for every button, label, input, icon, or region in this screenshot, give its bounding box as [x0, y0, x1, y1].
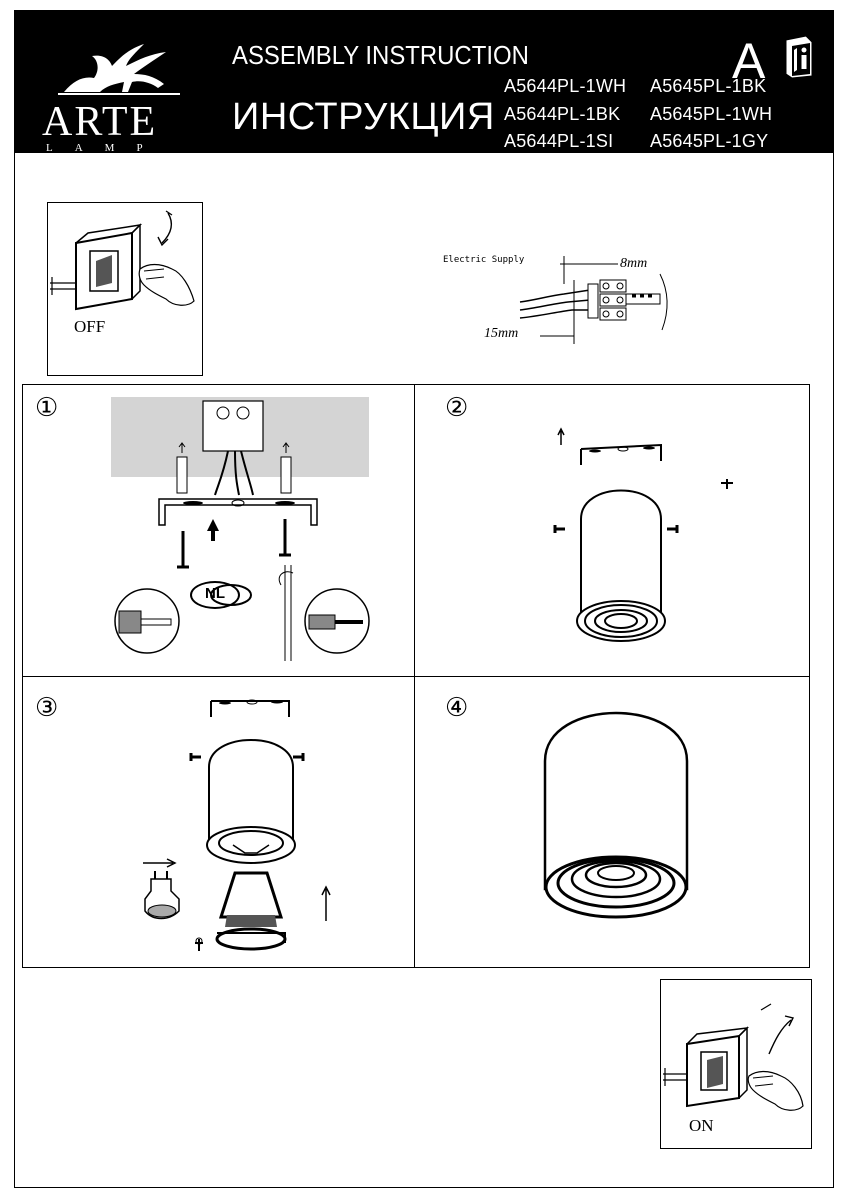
- switch-off-panel: OFF: [47, 202, 203, 376]
- wiring-diagram: Electric Supply 8mm 15mm: [440, 244, 690, 354]
- step-3-panel: ③: [22, 676, 416, 968]
- title-russian: ИНСТРУКЦИЯ: [232, 96, 495, 138]
- griffin-logo-icon: [58, 44, 180, 95]
- step-number: ③: [35, 693, 59, 723]
- step-1-panel: ① NL: [22, 384, 416, 678]
- wire-terminal-block-icon: [519, 256, 668, 344]
- model-code: A5644PL-1SI: [504, 131, 614, 151]
- model-code: A5645PL-1BK: [650, 76, 767, 96]
- title-english: ASSEMBLY INSTRUCTION: [232, 40, 529, 70]
- sheath-length-label: 15mm: [484, 326, 519, 341]
- header-bar: ARTE LAMP ASSEMBLY INSTRUCTION ИНСТРУКЦИ…: [14, 10, 834, 154]
- switch-on-panel: ON: [660, 979, 812, 1149]
- light-switch-on-icon: [663, 1003, 804, 1111]
- ceiling-mount-bracket-diagram: [111, 397, 370, 661]
- model-code: A5644PL-1BK: [504, 104, 621, 124]
- assembled-lamp-diagram: [543, 711, 689, 919]
- bracket-attach-diagram: [553, 427, 733, 642]
- model-code: A5645PL-1WH: [650, 104, 773, 124]
- brand-name: ARTE: [42, 99, 158, 145]
- step-number: ②: [445, 393, 469, 423]
- nl-badge: NL: [190, 581, 240, 609]
- electric-supply-label: Electric Supply: [443, 255, 525, 265]
- step-2-panel: ②: [414, 384, 810, 678]
- bulb-insert-diagram: [143, 699, 331, 951]
- model-code: A5645PL-1GY: [650, 131, 769, 151]
- brand-subtitle: LAMP: [46, 142, 165, 154]
- switch-off-label: OFF: [74, 317, 106, 336]
- manual-info-icon: [785, 35, 813, 79]
- step-number: ④: [445, 693, 469, 723]
- light-switch-off-icon: [50, 210, 195, 311]
- switch-on-label: ON: [689, 1116, 714, 1135]
- model-code: A5644PL-1WH: [504, 76, 627, 96]
- step-number: ①: [35, 393, 59, 423]
- strip-length-label: 8mm: [620, 256, 648, 271]
- step-4-panel: ④: [414, 676, 810, 968]
- language-letter: A: [732, 33, 766, 89]
